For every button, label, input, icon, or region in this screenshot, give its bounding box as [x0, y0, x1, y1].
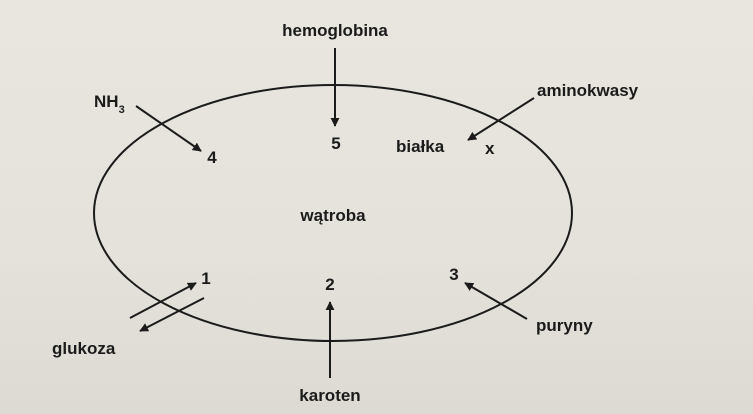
ammonia-subscript: 3 — [119, 104, 125, 116]
amino-acids-label: aminokwasy — [537, 81, 639, 100]
purines-label: puryny — [536, 316, 593, 335]
amino-acids-arrow — [467, 97, 535, 141]
glucose-label: glukoza — [52, 339, 116, 358]
number-2: 2 — [325, 275, 334, 294]
ammonia-label: NH3 — [94, 92, 125, 116]
proteins-label: białka — [396, 137, 445, 156]
number-5: 5 — [331, 134, 340, 153]
hemoglobin-label: hemoglobina — [282, 21, 388, 40]
liver-to-glucose-arrow — [139, 297, 205, 332]
ammonia-base: NH — [94, 92, 119, 111]
x-marker: x — [485, 139, 495, 158]
liver-label: wątroba — [299, 206, 366, 225]
purines-arrow — [464, 282, 528, 320]
carotene-label: karoten — [299, 386, 360, 405]
number-4: 4 — [207, 148, 217, 167]
ammonia-arrow — [135, 105, 202, 152]
number-1: 1 — [201, 269, 210, 288]
number-3: 3 — [449, 265, 458, 284]
liver-ellipse — [93, 84, 573, 342]
glucose-to-liver-arrow — [129, 282, 197, 319]
